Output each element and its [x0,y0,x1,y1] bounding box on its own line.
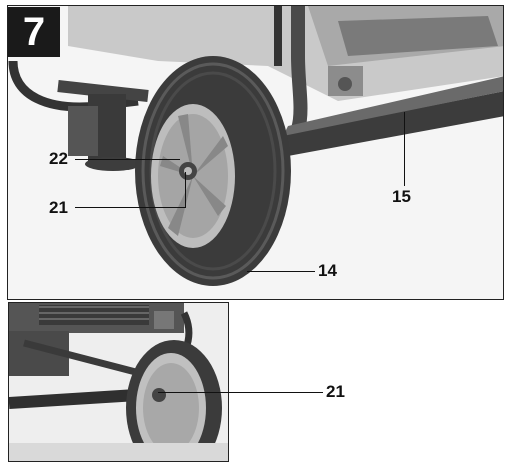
callout-leader-21-main [75,207,185,208]
inset-photo-illustration [9,303,228,461]
inset-photo [8,302,229,462]
callout-label-21-main: 21 [49,198,68,217]
callout-leader-21-main-vertical [185,172,186,208]
callout-label-14: 14 [318,261,337,280]
callout-leader-22 [75,159,180,160]
main-photo-illustration [8,6,503,299]
callout-label-15: 15 [392,187,411,206]
callout-label-22: 22 [49,149,68,168]
step-number-badge: 7 [8,7,60,57]
callout-leader-15 [404,112,405,186]
callout-label-21-inset: 21 [326,382,345,401]
callout-leader-14 [247,271,315,272]
main-photo [7,5,504,300]
callout-leader-21-inset [158,392,323,393]
